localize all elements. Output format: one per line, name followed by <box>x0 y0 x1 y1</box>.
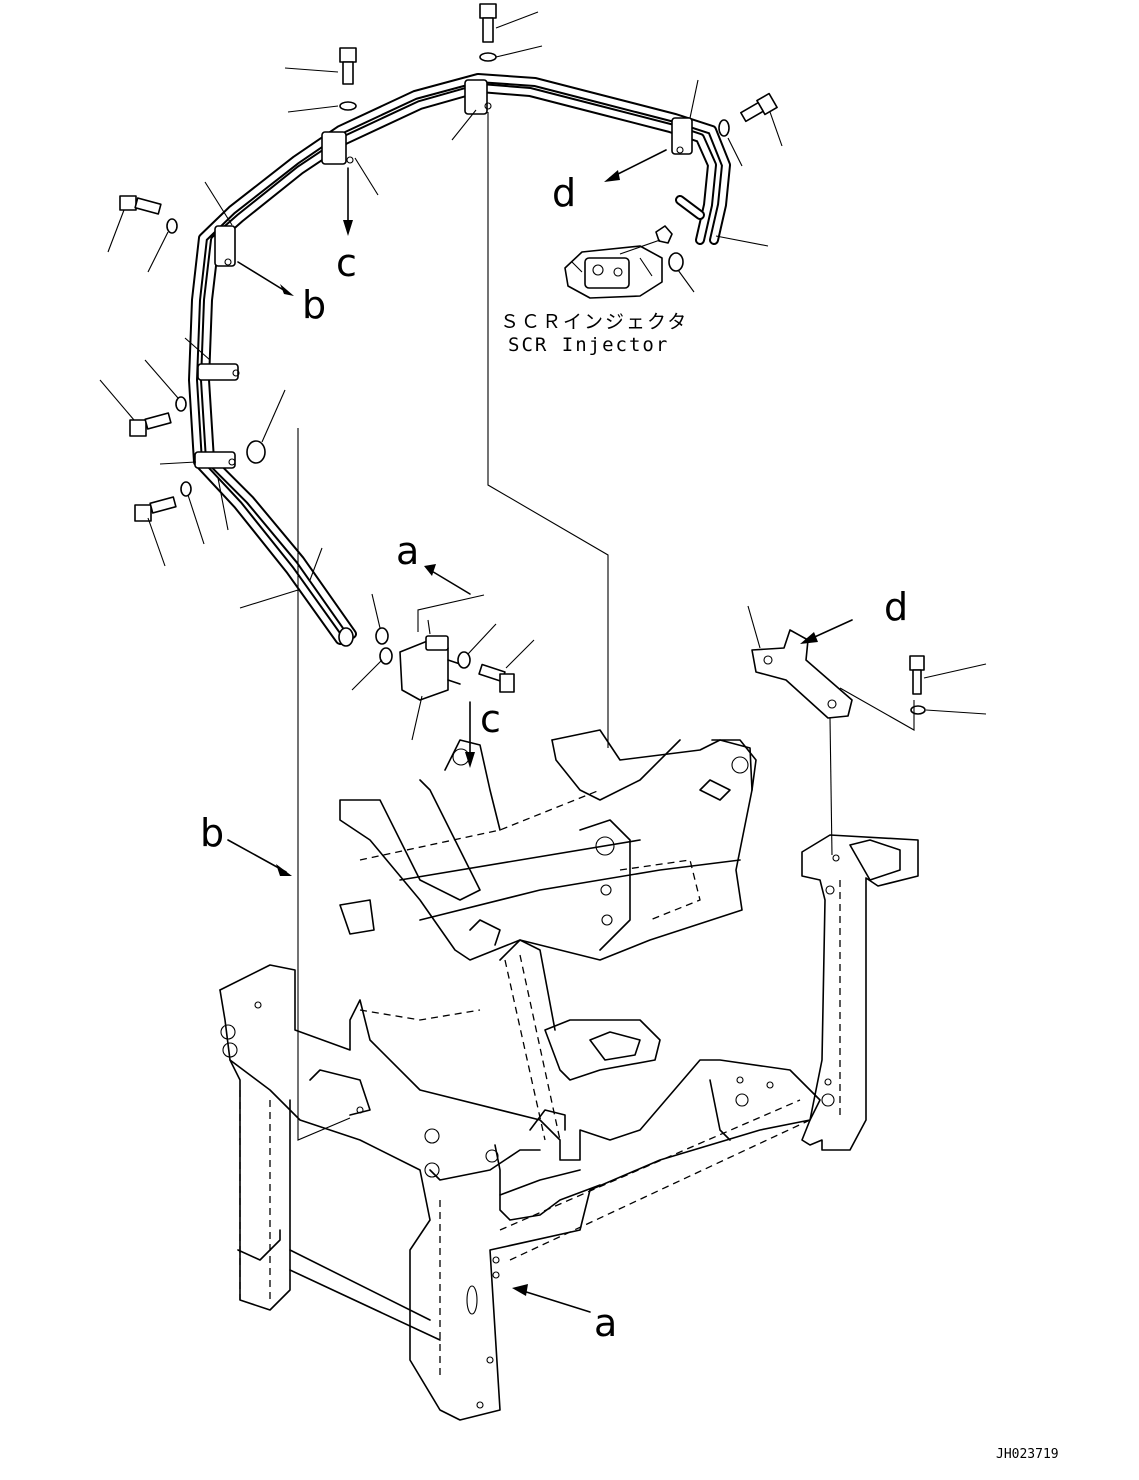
assembly-lines <box>297 112 915 1141</box>
frame-assembly <box>219 729 919 1421</box>
ref-b-bottom: b <box>200 811 224 855</box>
pipe-connector <box>375 627 515 701</box>
scr-injector <box>564 245 663 299</box>
hardware <box>119 3 778 522</box>
reference-arrows <box>227 149 853 1313</box>
ref-a-top: a <box>396 529 419 573</box>
ref-d-top: d <box>552 171 576 215</box>
hidden-lines <box>239 789 841 1380</box>
ref-b-top: b <box>302 283 326 327</box>
ref-d-bottom: d <box>884 585 908 629</box>
injector-caption-jp: ＳＣＲインジェクタ <box>500 311 688 333</box>
harness-clamps <box>194 79 693 469</box>
drawing-code: JH023719 <box>996 1447 1059 1462</box>
pipe-harness <box>188 73 731 647</box>
injector-caption-en: SCR Injector <box>508 334 669 356</box>
bracket-d <box>751 629 926 719</box>
ref-a-bottom: a <box>594 1301 617 1345</box>
ref-c-bottom: c <box>480 697 501 741</box>
callout-leaders <box>99 11 987 741</box>
ref-c-top: c <box>336 241 357 285</box>
